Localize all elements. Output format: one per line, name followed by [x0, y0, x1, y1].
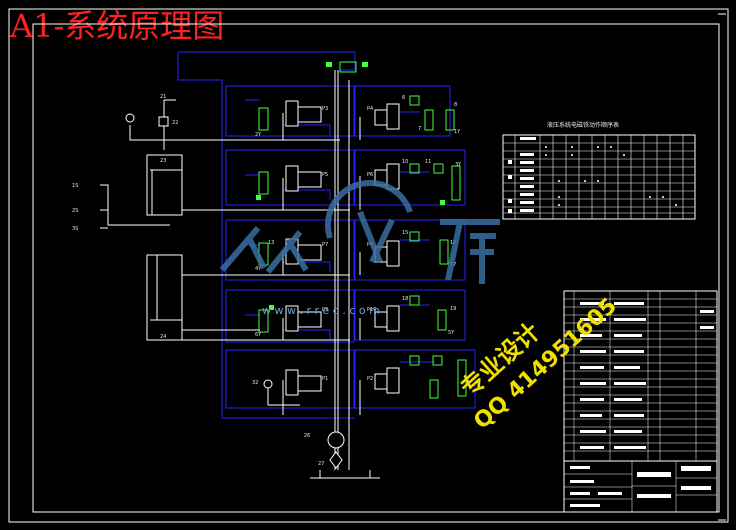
- label-p3a: P3: [322, 106, 328, 112]
- label-27: 27: [318, 461, 324, 467]
- label-p2: P2: [367, 376, 373, 382]
- label-7: 7: [418, 126, 421, 132]
- hydraulic-lines: [100, 70, 380, 479]
- label-22: 22: [172, 120, 178, 126]
- label-6: 6: [402, 95, 405, 101]
- label-p5: P5: [322, 172, 328, 178]
- label-15: 15: [402, 230, 408, 236]
- label-p1: P1: [322, 376, 328, 382]
- label-y3: 3Y: [455, 162, 462, 168]
- sequence-table-title: 液压系统电磁铁动作顺序表: [547, 121, 619, 129]
- label-p4: P4: [367, 106, 373, 112]
- title-block: [563, 290, 718, 513]
- label-26: 26: [304, 433, 310, 439]
- label-21: 21: [160, 94, 166, 100]
- label-y6: 6Y: [255, 332, 262, 338]
- label-2s: 2S: [72, 208, 78, 214]
- label-11: 11: [425, 159, 431, 165]
- watermark-url: w w w . r r e c . c o m: [262, 304, 380, 317]
- watermark-logo: [219, 179, 500, 284]
- outer-border: [8, 8, 729, 523]
- label-y1: 1Y: [454, 129, 461, 135]
- label-13: 13: [268, 240, 274, 246]
- label-p7: P7: [322, 242, 328, 248]
- label-p9: P9: [322, 307, 328, 313]
- solenoid-valves: [258, 61, 467, 399]
- label-3s: 3S: [72, 226, 78, 232]
- label-p6: P6: [367, 172, 373, 178]
- label-24: 24: [160, 334, 166, 340]
- label-p10: P10: [367, 307, 376, 313]
- sequence-table: 液压系统电磁铁动作顺序表: [502, 121, 696, 220]
- label-y4: 4Y: [255, 266, 262, 272]
- label-19: 19: [450, 306, 456, 312]
- label-8: 8: [454, 102, 457, 108]
- drawing-title: A1-系统原理图: [10, 7, 225, 45]
- label-32: 32: [252, 380, 258, 386]
- inner-border: [32, 23, 720, 513]
- label-y5: 5Y: [448, 330, 455, 336]
- valve-bodies: [125, 100, 400, 469]
- label-1s: 1S: [72, 183, 78, 189]
- label-23: 23: [160, 158, 166, 164]
- label-10: 10: [402, 159, 408, 165]
- label-y2: 2Y: [255, 132, 262, 138]
- solenoid-coils: [256, 62, 445, 310]
- label-18: 18: [402, 296, 408, 302]
